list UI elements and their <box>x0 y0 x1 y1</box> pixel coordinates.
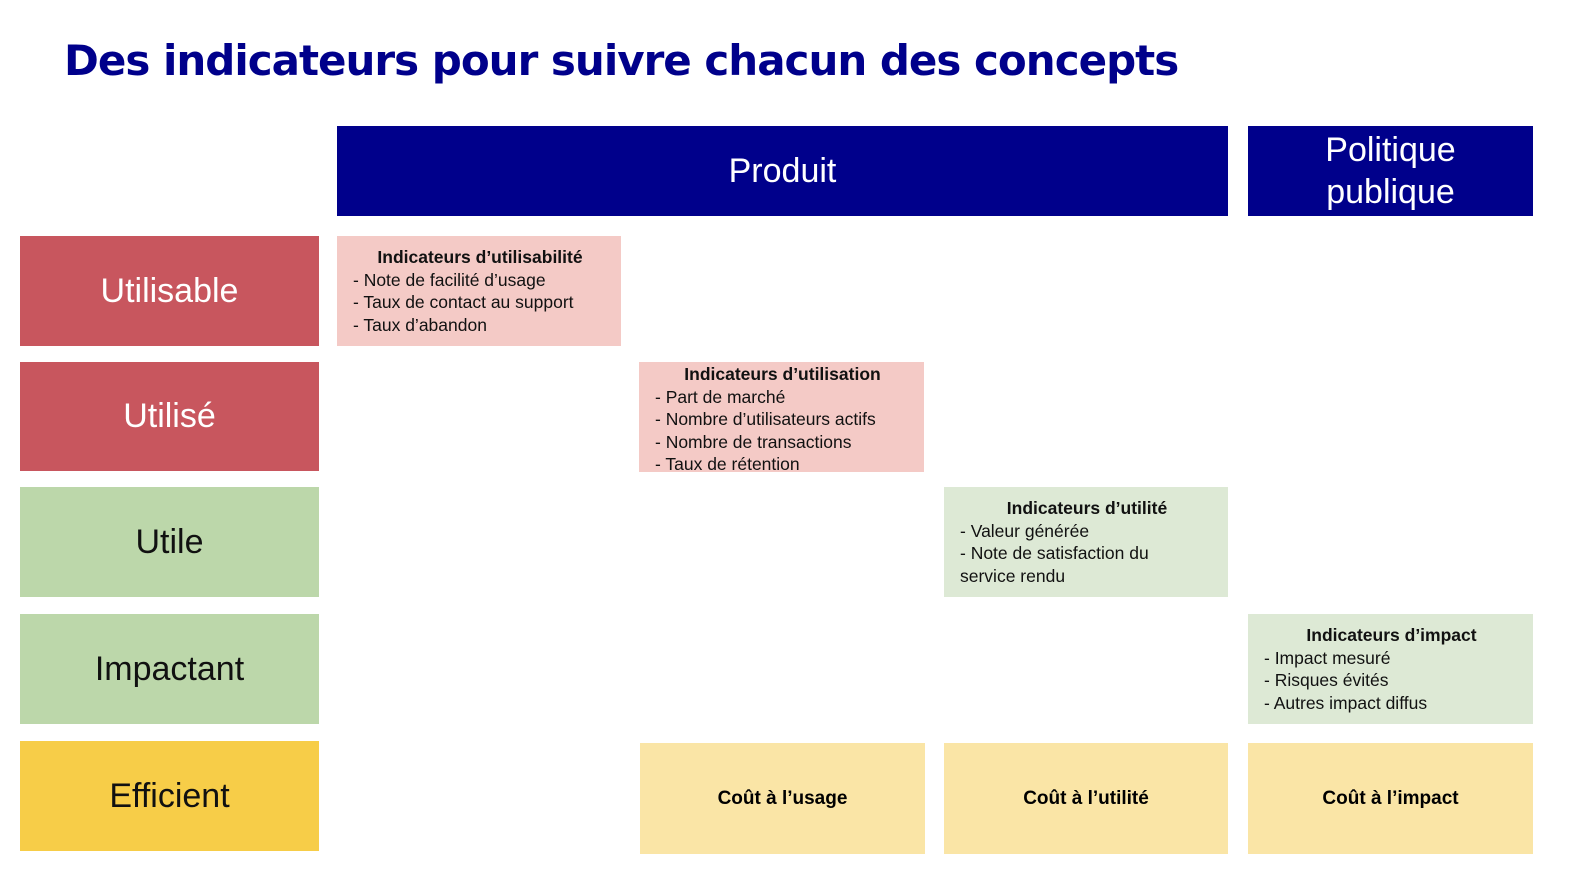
cell-cout-impact-text: Coût à l’impact <box>1322 787 1459 809</box>
row-label-efficient: Efficient <box>20 741 319 851</box>
cell-title: Indicateurs d’impact <box>1306 625 1477 645</box>
cell-indicateurs-utilisation: Indicateurs d’utilisation - Part de marc… <box>639 362 924 474</box>
row-label-utilise-text: Utilisé <box>123 397 216 435</box>
cell-title: Indicateurs d’utilisation <box>684 364 881 384</box>
list-item: - Taux d’abandon <box>353 314 487 335</box>
cell-title: Indicateurs d’utilité <box>1006 498 1168 518</box>
row-label-efficient-text: Efficient <box>109 776 230 815</box>
cell-indicateurs-impact: Indicateurs d’impact - Impact mesuré - R… <box>1248 614 1533 724</box>
cell-indicateurs-utilite: Indicateurs d’utilité - Valeur générée -… <box>944 487 1228 597</box>
header-politique-line2: publique <box>1326 173 1455 211</box>
row-label-utile-text: Utile <box>135 522 204 561</box>
list-item: - Note de satisfaction du <box>960 543 1149 563</box>
cell-cout-impact: Coût à l’impact <box>1248 743 1533 854</box>
cell-title: Indicateurs d’utilisabilité <box>377 247 583 267</box>
list-item: - Taux de rétention <box>655 454 800 474</box>
cell-cout-usage: Coût à l’usage <box>640 743 925 854</box>
list-item: - Note de facilité d’usage <box>353 269 546 290</box>
list-item: service rendu <box>960 565 1066 586</box>
list-item: - Taux de contact au support <box>353 292 574 312</box>
header-produit: Produit <box>337 126 1228 216</box>
row-label-utilisable: Utilisable <box>20 236 319 346</box>
row-label-impactant: Impactant <box>20 614 319 724</box>
list-item: - Nombre de transactions <box>655 431 852 452</box>
list-item: - Part de marché <box>655 386 786 407</box>
page-title: Des indicateurs pour suivre chacun des c… <box>64 36 1179 85</box>
cell-cout-usage-text: Coût à l’usage <box>717 787 848 809</box>
header-politique-line1: Politique <box>1325 130 1456 169</box>
list-item: - Autres impact diffus <box>1264 692 1428 713</box>
row-label-utilisable-text: Utilisable <box>100 271 239 310</box>
list-item: - Nombre d’utilisateurs actifs <box>655 409 876 429</box>
row-label-utile: Utile <box>20 487 319 597</box>
list-item: - Risques évités <box>1264 670 1389 690</box>
cell-cout-utilite: Coût à l’utilité <box>944 743 1228 854</box>
cell-indicateurs-utilisabilite: Indicateurs d’utilisabilité - Note de fa… <box>337 236 621 346</box>
row-label-utilise: Utilisé <box>20 362 319 471</box>
header-politique-publique: Politique publique <box>1248 126 1533 216</box>
cell-cout-utilite-text: Coût à l’utilité <box>1023 787 1149 809</box>
list-item: - Impact mesuré <box>1264 647 1391 668</box>
header-produit-label: Produit <box>728 151 837 190</box>
list-item: - Valeur générée <box>960 520 1090 541</box>
row-label-impactant-text: Impactant <box>94 649 245 688</box>
